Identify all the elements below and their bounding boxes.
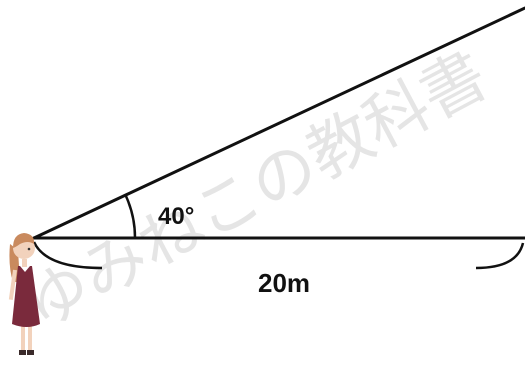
watermark: ゆみねこの教科書 [13,38,500,344]
girl-figure-icon [8,233,40,355]
angle-label: 40° [158,203,194,230]
distance-label: 20m [258,268,310,298]
sight-line [32,6,525,240]
angle-arc [123,193,137,239]
distance-brace [32,241,525,270]
